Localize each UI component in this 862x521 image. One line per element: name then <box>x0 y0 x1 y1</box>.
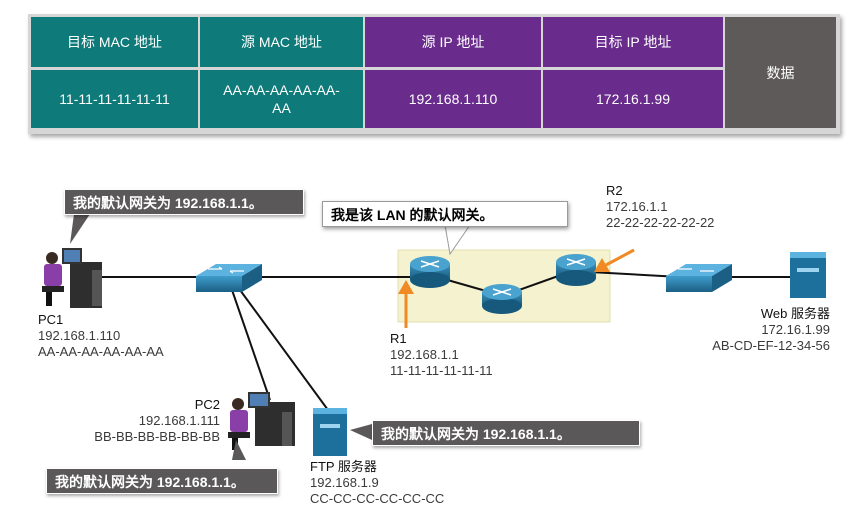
web-server-icon <box>790 252 826 298</box>
r1-interface-arrow-icon <box>398 280 414 328</box>
pc1-gateway-bubble: 我的默认网关为 192.168.1.1。 <box>64 189 304 215</box>
r2-name: R2 <box>606 183 623 198</box>
ftp-ip: 192.168.1.9 <box>310 475 379 490</box>
r2-ip: 172.16.1.1 <box>606 199 668 214</box>
pc1-workstation-icon <box>42 248 102 308</box>
r2-interface-arrow-icon <box>594 248 635 272</box>
r2-mac: 22-22-22-22-22-22 <box>606 215 715 230</box>
web-ip: 172.16.1.99 <box>761 322 830 337</box>
header-src-ip: 源 IP 地址 <box>365 17 541 67</box>
header-src-mac: 源 MAC 地址 <box>200 17 363 67</box>
value-src-mac: AA-AA-AA-AA-AA-AA <box>200 70 363 128</box>
web-name: Web 服务器 <box>760 306 830 321</box>
pc2-mac: BB-BB-BB-BB-BB-BB <box>94 429 220 444</box>
ftp-gateway-bubble: 我的默认网关为 192.168.1.1。 <box>372 420 640 446</box>
value-dest-mac-text: 11-11-11-11-11-11 <box>59 91 170 107</box>
pc1-ip: 192.168.1.110 <box>38 328 121 343</box>
ftp-server-icon <box>313 408 347 456</box>
pc1-bubble-tail-icon <box>70 214 90 244</box>
value-src-mac-text: AA-AA-AA-AA-AA-AA <box>223 82 340 116</box>
r1-mac: 11-11-11-11-11-11 <box>390 363 493 378</box>
value-src-ip: 192.168.1.110 <box>365 70 541 128</box>
pc2-workstation-icon <box>228 392 295 450</box>
pc2-gateway-bubble: 我的默认网关为 192.168.1.1。 <box>46 468 278 494</box>
pc1-name: PC1 <box>38 312 64 327</box>
ftp-bubble-tail-icon <box>350 424 372 440</box>
header-dest-ip: 目标 IP 地址 <box>543 17 723 67</box>
pc2-bubble-tail-icon <box>232 440 246 460</box>
router-r1-icon <box>410 256 450 288</box>
r1-ip: 192.168.1.1 <box>390 347 459 362</box>
ftp-mac: CC-CC-CC-CC-CC-CC <box>310 491 445 506</box>
wan-switch-icon <box>666 264 732 292</box>
router-r2-icon <box>556 254 596 286</box>
header-data: 数据 <box>725 17 836 128</box>
pc1-mac: AA-AA-AA-AA-AA-AA <box>38 344 164 359</box>
pc2-name: PC2 <box>194 397 220 412</box>
web-mac: AB-CD-EF-12-34-56 <box>712 338 830 353</box>
pc2-ip: 192.168.1.111 <box>138 413 220 428</box>
value-dest-mac: 11-11-11-11-11-11 <box>31 70 198 128</box>
router-middle-icon <box>482 284 522 314</box>
r1-gateway-bubble: 我是该 LAN 的默认网关。 <box>322 201 568 227</box>
value-dest-ip: 172.16.1.99 <box>543 70 723 128</box>
r1-name: R1 <box>390 331 407 346</box>
lan-switch-icon <box>196 264 262 292</box>
header-dest-mac: 目标 MAC 地址 <box>31 17 198 67</box>
ftp-name: FTP 服务器 <box>310 459 377 474</box>
frame-header-table: 目标 MAC 地址 源 MAC 地址 源 IP 地址 目标 IP 地址 数据 1… <box>28 14 840 134</box>
